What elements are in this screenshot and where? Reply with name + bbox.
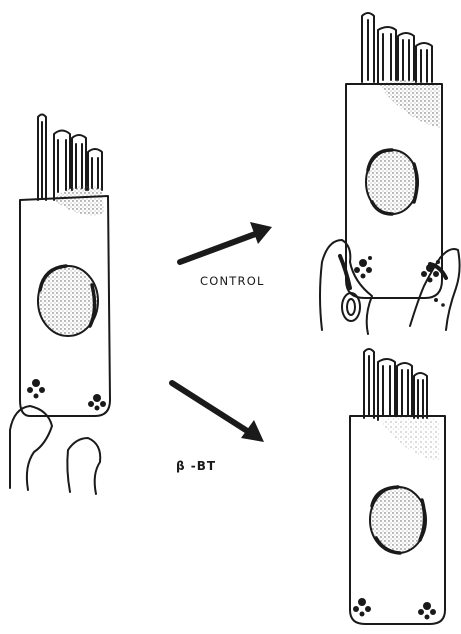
control-nucleus bbox=[366, 150, 418, 214]
left-hair-cell bbox=[10, 115, 110, 495]
control-stereocilia bbox=[362, 13, 432, 84]
beta-bt-synaptic-bodies bbox=[353, 598, 436, 620]
control-nerve-terminal-right bbox=[410, 249, 460, 330]
left-cuticular-plate bbox=[54, 186, 104, 216]
control-vesicle-profile bbox=[342, 293, 360, 321]
control-cuticular-plate bbox=[378, 80, 440, 128]
control-label: CONTROL bbox=[200, 274, 265, 288]
beta-bt-nucleus bbox=[370, 487, 426, 553]
beta-bt-cuticular-plate bbox=[380, 416, 440, 462]
left-nerve-terminal-2 bbox=[67, 438, 100, 494]
control-hair-cell bbox=[320, 13, 460, 334]
arrow-to-beta-bt bbox=[172, 383, 264, 442]
left-synaptic-bodies bbox=[27, 379, 106, 411]
beta-bt-label: β -BT bbox=[176, 459, 216, 473]
beta-bt-hair-cell bbox=[350, 349, 445, 624]
left-nucleus bbox=[38, 266, 98, 336]
beta-bt-stereocilia bbox=[364, 349, 427, 420]
left-nerve-terminal-1 bbox=[10, 406, 52, 490]
arrow-to-control bbox=[180, 222, 272, 262]
